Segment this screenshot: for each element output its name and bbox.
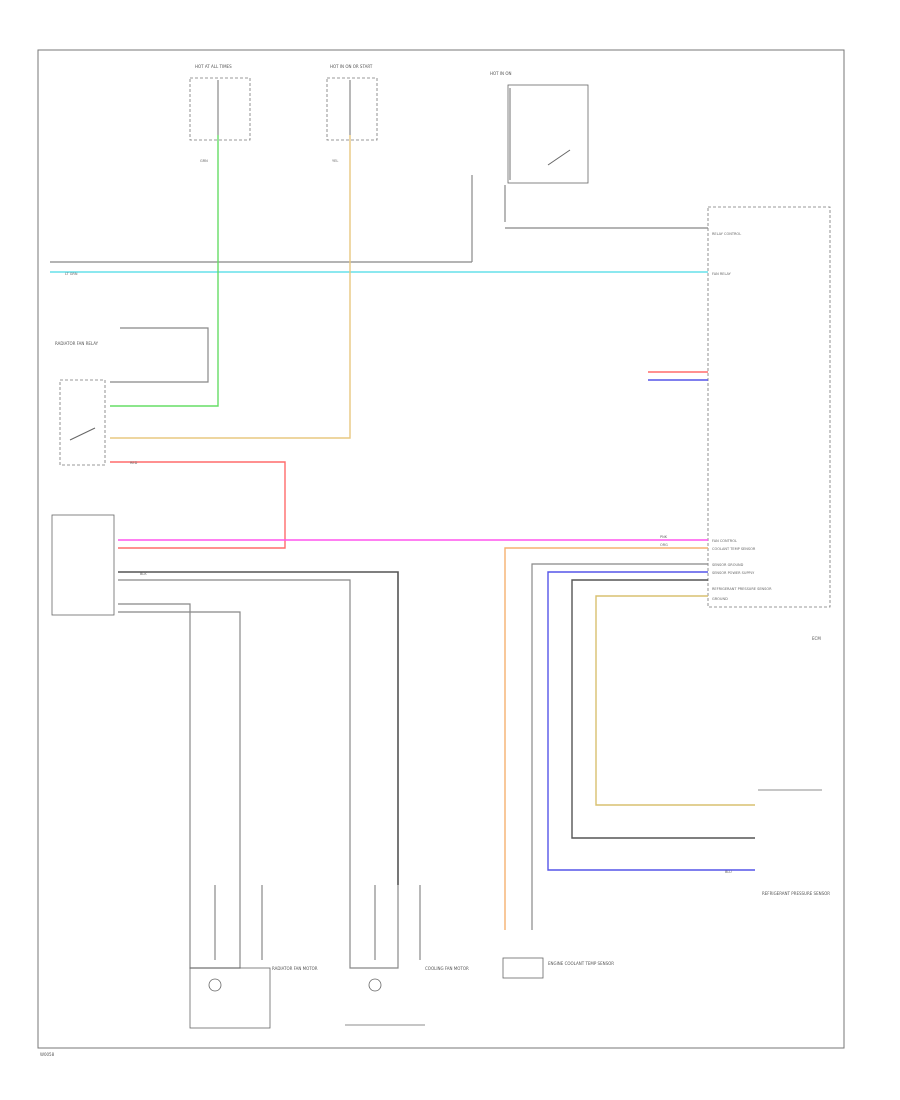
wire-label-ltgrn: LT GRN (65, 272, 78, 276)
fan-motor-1-label: RADIATOR FAN MOTOR (272, 966, 318, 971)
wire-label-red: RED (130, 461, 138, 465)
sensor-pressure-label: REFRIGERANT PRESSURE SENSOR (762, 891, 830, 896)
wire-label-pnk: PNK (660, 535, 668, 539)
fan-motor-left-symbol (208, 978, 222, 992)
ecm-pin-1: RELAY CONTROL (712, 232, 741, 236)
relay-label: RADIATOR FAN RELAY (55, 341, 99, 346)
ecm-module: ECM RELAY CONTROL FAN RELAY FAN CONTROL … (707, 206, 831, 641)
ecm-pin-7: REFRIGERANT PRESSURE SENSOR (712, 587, 772, 591)
sensor-temp-label: ENGINE COOLANT TEMP SENSOR (548, 961, 614, 966)
wire-darkgray (571, 579, 755, 839)
wire-label-org: ORG (660, 543, 668, 547)
fan-motor-right: COOLING FAN MOTOR (345, 885, 469, 1026)
ecm-title: ECM (812, 636, 821, 641)
fuse-box-right-label: HOT IN ON (490, 71, 511, 76)
fuse-box-mid: HOT IN ON OR START (326, 64, 378, 141)
fan-motor-left: RADIATOR FAN MOTOR (189, 885, 318, 1029)
diagram-frame (37, 49, 845, 1049)
wire-orange (504, 547, 708, 930)
fuse-box-left-label: HOT AT ALL TIMES (195, 64, 232, 69)
fuse-box-left: HOT AT ALL TIMES (189, 64, 251, 141)
ecm-pin-6: SENSOR POWER SUPPLY (712, 571, 755, 575)
ecm-pin-8: GROUND (712, 597, 728, 601)
wire-label-grn: GRN (200, 159, 208, 163)
wire-tan (595, 595, 755, 806)
fan-control-module (51, 514, 115, 616)
fan-motor-2-label: COOLING FAN MOTOR (425, 966, 469, 971)
fuse-box-mid-label: HOT IN ON OR START (330, 64, 373, 69)
wire-fan-gray-1 (118, 579, 351, 885)
wire-label-blk: BLK (140, 572, 147, 576)
footer-code: W0058 (40, 1052, 55, 1057)
wire-fan-gray-2 (118, 603, 191, 885)
ecm-pin-5: SENSOR GROUND (712, 563, 744, 567)
fuse-box-right: HOT IN ON (471, 71, 589, 262)
wire-yellow (110, 135, 351, 439)
wire-label-blu: BLU (725, 870, 732, 874)
wire-red (110, 461, 286, 549)
coolant-temp-sensor: ENGINE COOLANT TEMP SENSOR (502, 957, 614, 979)
wire-fan-dark-1 (118, 571, 399, 885)
ecm-pin-3: FAN CONTROL (712, 539, 737, 543)
radiator-fan-relay: RADIATOR FAN RELAY (55, 327, 209, 466)
wire-sensor-ground (531, 563, 708, 930)
wire-label-yel: YEL (332, 159, 338, 163)
fan-motor-right-symbol (368, 978, 382, 992)
wire-fan-gray-3 (118, 611, 241, 885)
ecm-pin-4: COOLANT TEMP SENSOR (712, 547, 756, 551)
wire-green (110, 135, 219, 407)
refrigerant-pressure-sensor: REFRIGERANT PRESSURE SENSOR (758, 789, 830, 896)
wire-blue (547, 571, 755, 871)
ecm-pin-2: FAN RELAY (712, 272, 732, 276)
